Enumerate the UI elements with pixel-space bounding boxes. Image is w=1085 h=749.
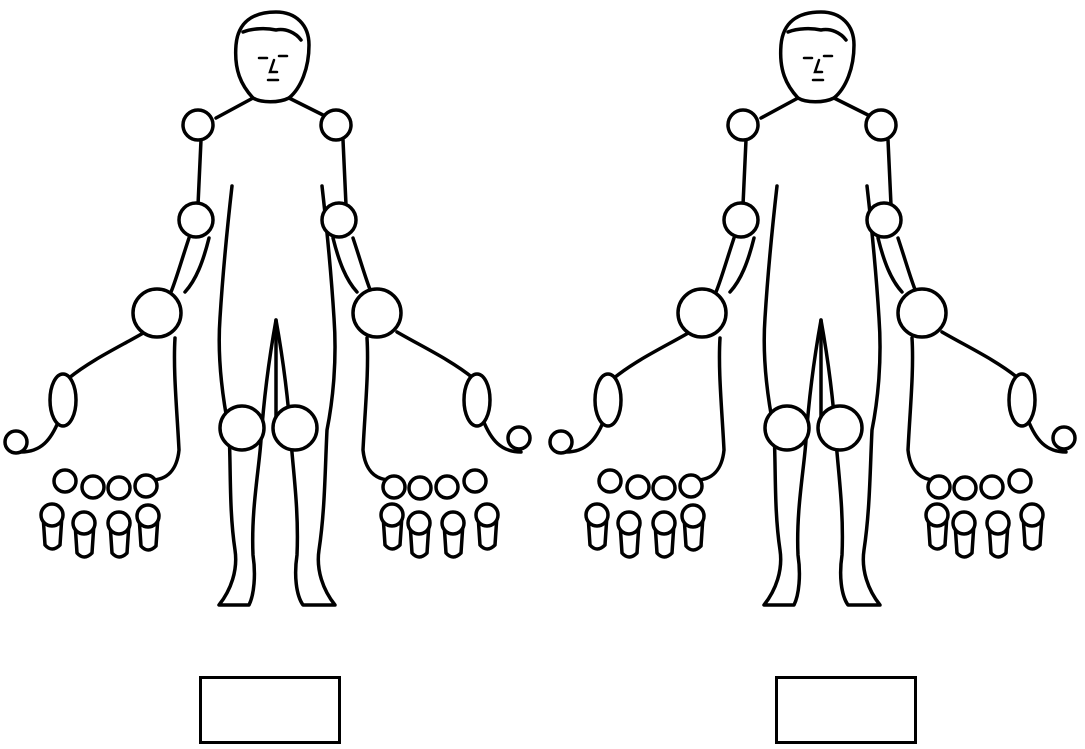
- body-outline-right: [536, 0, 1085, 749]
- homunculus-left: [0, 0, 551, 749]
- joint-knee-right: [818, 406, 862, 450]
- joint-thumb-cmc-right: [464, 374, 490, 426]
- joint-pip-left-3: [73, 512, 95, 534]
- joint-shoulder-right: [866, 110, 896, 140]
- joint-thumb-ip-right: [1053, 427, 1075, 449]
- joint-mcp-right-5: [1009, 470, 1031, 492]
- joint-pip-left-4: [653, 512, 675, 534]
- joint-knee-left: [765, 406, 809, 450]
- joint-elbow-right: [322, 203, 356, 237]
- upper-arm-left-outer: [198, 140, 201, 205]
- forearm-left-outer: [171, 238, 189, 292]
- joint-pip-left-3: [618, 512, 640, 534]
- joint-mcp-left-4: [653, 477, 675, 499]
- joint-thumb-cmc-left: [50, 374, 76, 426]
- joint-thumb-cmc-right: [1009, 374, 1035, 426]
- joint-mcp-right-3: [954, 477, 976, 499]
- joint-shoulder-right: [321, 110, 351, 140]
- neck-left: [216, 98, 253, 118]
- nose: [270, 60, 277, 72]
- hand-left-edge: [696, 338, 724, 480]
- joint-pip-right-3: [408, 512, 430, 534]
- neck-left: [761, 98, 798, 118]
- wrist-right-top: [942, 332, 1018, 378]
- wrist-right-top: [397, 332, 473, 378]
- joint-knee-right: [273, 406, 317, 450]
- body-outline-left: [0, 0, 551, 749]
- forearm-right-outer: [898, 238, 916, 292]
- forearm-right-outer: [353, 238, 371, 292]
- joint-mcp-left-2: [54, 470, 76, 492]
- joint-shoulder-left: [728, 110, 758, 140]
- joint-thumb-ip-left: [5, 431, 27, 453]
- forearm-right-inner: [878, 238, 902, 292]
- joint-count-box-right[interactable]: [775, 676, 917, 744]
- hand-left-edge: [151, 338, 179, 480]
- joint-mcp-left-5: [135, 475, 157, 497]
- joint-pip-right-5: [1021, 504, 1043, 526]
- upper-arm-right-outer: [343, 140, 346, 205]
- joint-mcp-left-4: [108, 477, 130, 499]
- upper-arm-right-outer: [888, 140, 891, 205]
- joint-pip-right-4: [987, 512, 1009, 534]
- joint-mcp-right-4: [981, 476, 1003, 498]
- joint-mcp-right-3: [409, 477, 431, 499]
- joint-pip-left-2: [41, 504, 63, 526]
- hair-line: [243, 29, 301, 40]
- head-outline: [781, 12, 854, 102]
- nose: [815, 60, 822, 72]
- hand-right-edge: [908, 338, 936, 480]
- joint-pip-left-2: [586, 504, 608, 526]
- forearm-left-outer: [716, 238, 734, 292]
- hand-right-edge: [363, 338, 391, 480]
- joint-wrist-left: [133, 289, 181, 337]
- homunculus-right: [536, 0, 1085, 749]
- forearm-left-inner: [185, 238, 209, 292]
- joint-elbow-left: [724, 203, 758, 237]
- joint-count-box-left[interactable]: [199, 676, 341, 744]
- wrist-left-top: [69, 332, 145, 378]
- joint-pip-left-5: [137, 505, 159, 527]
- upper-arm-left-outer: [743, 140, 746, 205]
- forearm-right-inner: [333, 238, 357, 292]
- joint-pip-left-4: [108, 512, 130, 534]
- joint-mcp-right-2: [383, 476, 405, 498]
- forearm-left-inner: [730, 238, 754, 292]
- head-outline: [236, 12, 309, 102]
- joint-pip-right-3: [953, 512, 975, 534]
- joint-elbow-left: [179, 203, 213, 237]
- joint-pip-right-4: [442, 512, 464, 534]
- joint-pip-right-2: [926, 504, 948, 526]
- joint-thumb-ip-left: [550, 431, 572, 453]
- joint-mcp-left-5: [680, 475, 702, 497]
- joint-knee-left: [220, 406, 264, 450]
- joint-mcp-right-5: [464, 470, 486, 492]
- joint-wrist-left: [678, 289, 726, 337]
- joint-elbow-right: [867, 203, 901, 237]
- joint-pip-right-5: [476, 504, 498, 526]
- joint-wrist-right: [898, 289, 946, 337]
- joint-mcp-left-3: [82, 476, 104, 498]
- joint-mcp-left-3: [627, 476, 649, 498]
- joint-thumb-ip-right: [508, 427, 530, 449]
- joint-mcp-left-2: [599, 470, 621, 492]
- joint-pip-right-2: [381, 504, 403, 526]
- joint-pip-left-5: [682, 505, 704, 527]
- wrist-left-top: [614, 332, 690, 378]
- hair-line: [788, 29, 846, 40]
- joint-shoulder-left: [183, 110, 213, 140]
- joint-mcp-right-4: [436, 476, 458, 498]
- joint-wrist-right: [353, 289, 401, 337]
- joint-thumb-cmc-left: [595, 374, 621, 426]
- joint-mcp-right-2: [928, 476, 950, 498]
